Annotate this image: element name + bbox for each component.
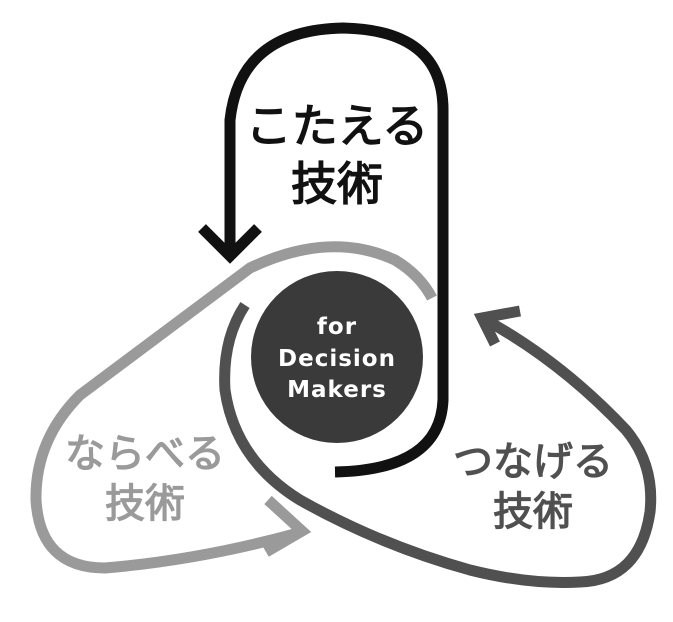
- top-label-line2: 技術: [291, 157, 383, 211]
- left-label-line1: ならべる: [65, 431, 225, 477]
- left-loop-arrowhead-icon: [263, 495, 312, 557]
- center-text-line2: Decision: [278, 346, 396, 372]
- right-label-line1: つなげる: [453, 439, 613, 485]
- center-text-line1: for: [317, 314, 357, 340]
- top-loop-arrowhead-icon: [198, 224, 262, 264]
- left-label-line2: 技術: [105, 481, 185, 527]
- left-loop-stroke: [30, 241, 437, 574]
- right-loop-stroke: [219, 301, 657, 588]
- left-loop: [30, 241, 437, 574]
- right-loop-arrowhead-icon: [473, 305, 521, 347]
- top-loop: [198, 22, 449, 478]
- top-label-line1: こたえる: [246, 99, 429, 153]
- right-label-line2: 技術: [493, 489, 573, 535]
- top-loop-stroke: [224, 22, 449, 478]
- right-loop: [219, 301, 657, 588]
- center-text-line3: Makers: [287, 377, 387, 403]
- center-circle: [251, 271, 423, 443]
- center-badge: for Decision Makers: [251, 271, 423, 443]
